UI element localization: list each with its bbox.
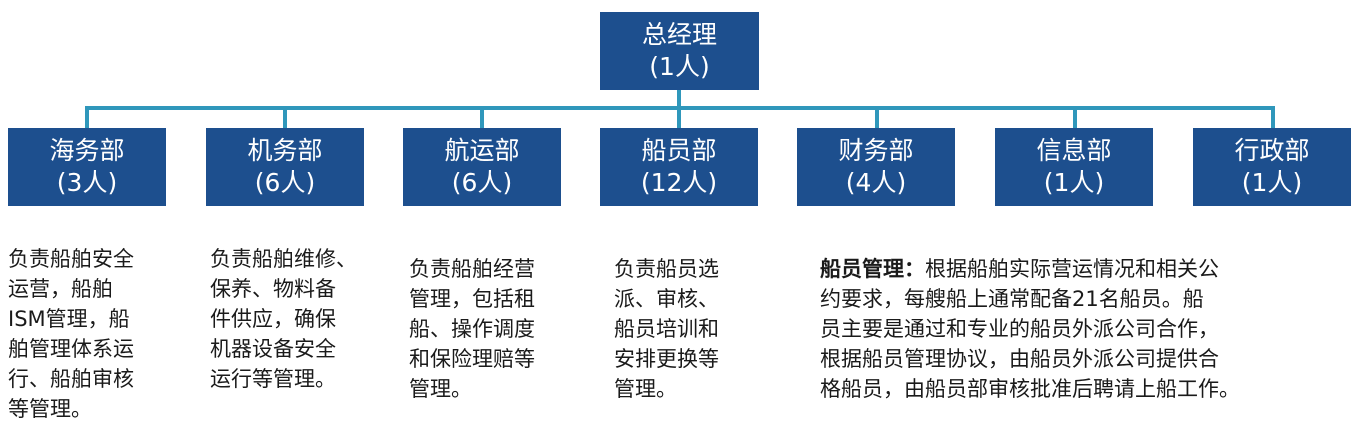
connector-branch — [85, 106, 89, 128]
connector-branch — [1073, 106, 1077, 128]
connector-branch — [1271, 106, 1275, 128]
node-title: 信息部 — [1036, 136, 1112, 165]
node-count: (4人) — [845, 168, 907, 197]
node-count: (3人) — [56, 168, 118, 197]
engineering-description: 负责船舶维修、 保养、物料备 件供应，确保 机器设备安全 运行等管理。 — [210, 247, 357, 391]
crew-description: 负责船员选 派、审核、 船员培训和 安排更换等 管理。 — [614, 257, 719, 401]
node-title: 海务部 — [49, 136, 125, 165]
node-count: (1人) — [1043, 168, 1105, 197]
connector-branch — [283, 106, 287, 128]
node-title: 财务部 — [838, 136, 914, 165]
connector-branch — [875, 106, 879, 128]
node-shipping-dept: 航运部 (6人) — [403, 128, 561, 206]
node-admin-dept: 行政部 (1人) — [1193, 128, 1351, 206]
shipping-description: 负责船舶经营 管理，包括租 船、操作调度 和保险理赔等 管理。 — [409, 257, 535, 401]
crew-management-text: 根据船舶实际营运情况和相关公 约要求，每艘船上通常配备21名船员。船 员主要是通… — [820, 257, 1240, 401]
maritime-description: 负责船舶安全 运营，船舶 ISM管理，船 舶管理体系运 行、船舶审核 等管理。 — [8, 247, 134, 421]
node-crew-dept: 船员部 (12人) — [600, 128, 758, 206]
node-count: (6人) — [451, 168, 513, 197]
node-title: 船员部 — [641, 136, 717, 165]
node-count: (12人) — [640, 168, 718, 197]
connector-branch — [677, 106, 681, 128]
node-title: 总经理 — [641, 20, 717, 49]
node-title: 航运部 — [444, 136, 520, 165]
crew-management-note: 船员管理：根据船舶实际营运情况和相关公 约要求，每艘船上通常配备21名船员。船 … — [820, 254, 1350, 404]
node-finance-dept: 财务部 (4人) — [797, 128, 955, 206]
crew-management-label: 船员管理： — [820, 257, 925, 281]
node-it-dept: 信息部 (1人) — [995, 128, 1153, 206]
node-count: (6人) — [254, 168, 316, 197]
connector-top-vertical — [677, 90, 681, 108]
node-general-manager: 总经理 (1人) — [600, 12, 759, 90]
node-count: (1人) — [649, 52, 710, 81]
node-title: 机务部 — [247, 136, 323, 165]
node-maritime-dept: 海务部 (3人) — [8, 128, 166, 206]
node-title: 行政部 — [1234, 136, 1310, 165]
node-count: (1人) — [1241, 168, 1303, 197]
node-engineering-dept: 机务部 (6人) — [206, 128, 364, 206]
connector-branch — [480, 106, 484, 128]
